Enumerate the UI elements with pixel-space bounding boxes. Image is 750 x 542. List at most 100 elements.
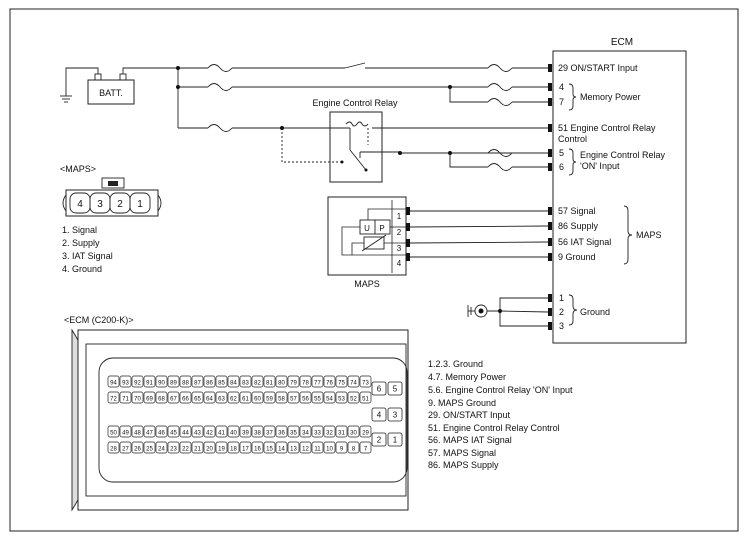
- ecm-pin-number: 81: [266, 381, 273, 387]
- fuse-icon: [207, 64, 233, 72]
- maps-group-label: MAPS: [636, 230, 662, 240]
- ecm-pin-cell: [167, 441, 180, 454]
- ecm-pin-number: 58: [278, 397, 285, 403]
- ecm-pin-number: 65: [194, 397, 201, 403]
- ecm-pin-number: 41: [218, 431, 225, 437]
- maps-pin-1: 1: [397, 212, 402, 221]
- maps-pin-4: 4: [397, 259, 402, 268]
- maps-conn-pin: 3: [97, 199, 103, 210]
- ecm-pin-cell: [287, 425, 300, 438]
- ecm-pin-cell: [299, 391, 312, 404]
- maps-conn-pin: 1: [137, 199, 143, 210]
- ecm-pin-cell: [359, 391, 372, 404]
- ecm-pin-number: 33: [314, 431, 321, 437]
- ecm-power-pin-cell: [371, 407, 387, 422]
- ecm-pin-cell: [119, 441, 132, 454]
- ecm-pin-number: 62: [230, 397, 237, 403]
- ecm-pin-number: 63: [218, 397, 225, 403]
- ecm-pin-cell: [323, 391, 336, 404]
- ecm-title: ECM: [611, 37, 633, 48]
- ecm-pin-86: 86 Supply: [558, 221, 599, 231]
- ecm-pin-number: 79: [290, 381, 297, 387]
- ecm-pin-cell: [131, 391, 144, 404]
- battery-box: [87, 79, 135, 105]
- ecm-pin-cell: [227, 375, 240, 388]
- relay-on-brace: [568, 148, 577, 176]
- ecm-pin-number: 85: [218, 381, 225, 387]
- junction-dots: [176, 66, 452, 155]
- pin-legend-item: 1.2.3. Ground: [428, 359, 483, 369]
- ecm-pin-number: 59: [266, 397, 273, 403]
- ground-icon: [60, 95, 72, 103]
- ecm-pin-cell: [359, 441, 372, 454]
- ecm-pin-number: 28: [110, 447, 117, 453]
- ecm-pin-number: 69: [146, 397, 153, 403]
- ecm-pin-number: 44: [182, 431, 189, 437]
- ecm-pin-number: 64: [206, 397, 213, 403]
- ecm-pin-number: 38: [254, 431, 261, 437]
- ecm-pin-number: 20: [206, 447, 213, 453]
- maps-conn-pin: 2: [117, 199, 123, 210]
- ecm-pin-cell: [203, 441, 216, 454]
- ecm-pin-cell: [335, 375, 348, 388]
- maps-pin-2: 2: [397, 228, 402, 237]
- maps-sensor: U P 1 2 3 4 MAPS: [327, 196, 549, 289]
- ecm-pin-number: 29: [362, 431, 369, 437]
- ecm-pin-cell: [347, 375, 360, 388]
- ecm-pin-number: 82: [254, 381, 261, 387]
- ecm-pin-number: 24: [158, 447, 165, 453]
- maps-connector-view: <MAPS> 4 3 2 1 1. Signal 2. Supply 3. IA…: [60, 164, 162, 274]
- ecm-pin-number: 54: [326, 397, 333, 403]
- ecm-pin-cell: [359, 375, 372, 388]
- ecm-pin-cell: [239, 391, 252, 404]
- ecm-pin-number: 55: [314, 397, 321, 403]
- ecm-pin-cell: [107, 391, 120, 404]
- ecm-pin-3: 3: [559, 321, 564, 331]
- ecm-pin-cell: [191, 441, 204, 454]
- ecm-pin-cell: [179, 425, 192, 438]
- ecm-pin-cell: [347, 391, 360, 404]
- ecm-block: ECM 29 ON/START Input 4 7 51 Engine Cont…: [548, 37, 687, 344]
- ecm-power-pin-cell: [387, 381, 403, 396]
- ecm-pin-number: 89: [170, 381, 177, 387]
- maps-sensor-label: MAPS: [354, 279, 380, 289]
- ecm-power-pin-cell: [371, 432, 387, 447]
- ecm-pin-cell: [299, 441, 312, 454]
- ecm-pin-number: 30: [350, 431, 357, 437]
- ecm-pin-cell: [215, 425, 228, 438]
- ecm-pin-cell: [275, 391, 288, 404]
- ecm-pin-cell: [155, 391, 168, 404]
- ecm-pin-cell: [143, 441, 156, 454]
- ecm-pin-cell: [179, 391, 192, 404]
- pin-legend-item: 57. MAPS Signal: [428, 448, 496, 458]
- ecm-pin-cell: [155, 425, 168, 438]
- ecm-pin-cell: [263, 375, 276, 388]
- ecm-pin-number: 35: [290, 431, 297, 437]
- fuse-icon: [487, 83, 513, 91]
- maps-legend-4: 4. Ground: [62, 264, 102, 274]
- ecm-pin-cell: [119, 425, 132, 438]
- ecm-pin-cell: [155, 375, 168, 388]
- ecm-pin-cell: [275, 375, 288, 388]
- ecm-pin-number: 7: [364, 447, 368, 453]
- ecm-power-pin-number: 6: [377, 385, 382, 394]
- ecm-box: [552, 50, 687, 344]
- ecm-pin-number: 40: [230, 431, 237, 437]
- ecm-pin-cell: [227, 391, 240, 404]
- maps-legend-1: 1. Signal: [62, 225, 97, 235]
- ecm-pin-cell: [263, 391, 276, 404]
- ecm-pin-cell: [311, 391, 324, 404]
- ecm-pin-number: 45: [170, 431, 177, 437]
- ecm-pin-number: 11: [314, 447, 321, 453]
- ecm-pin-cell: [227, 425, 240, 438]
- ecm-pin-cell: [239, 375, 252, 388]
- ecm-pin-number: 42: [206, 431, 213, 437]
- ecm-pin-number: 19: [218, 447, 225, 453]
- ecm-pin-cell: [227, 441, 240, 454]
- diagram-frame: [9, 8, 739, 532]
- ecm-pin-number: 16: [254, 447, 261, 453]
- ignition-switch-icon: [344, 62, 366, 69]
- ecm-pin-number: 78: [302, 381, 309, 387]
- ecm-pin-cell: [311, 375, 324, 388]
- ecm-pin-51-cont: Control: [558, 134, 587, 144]
